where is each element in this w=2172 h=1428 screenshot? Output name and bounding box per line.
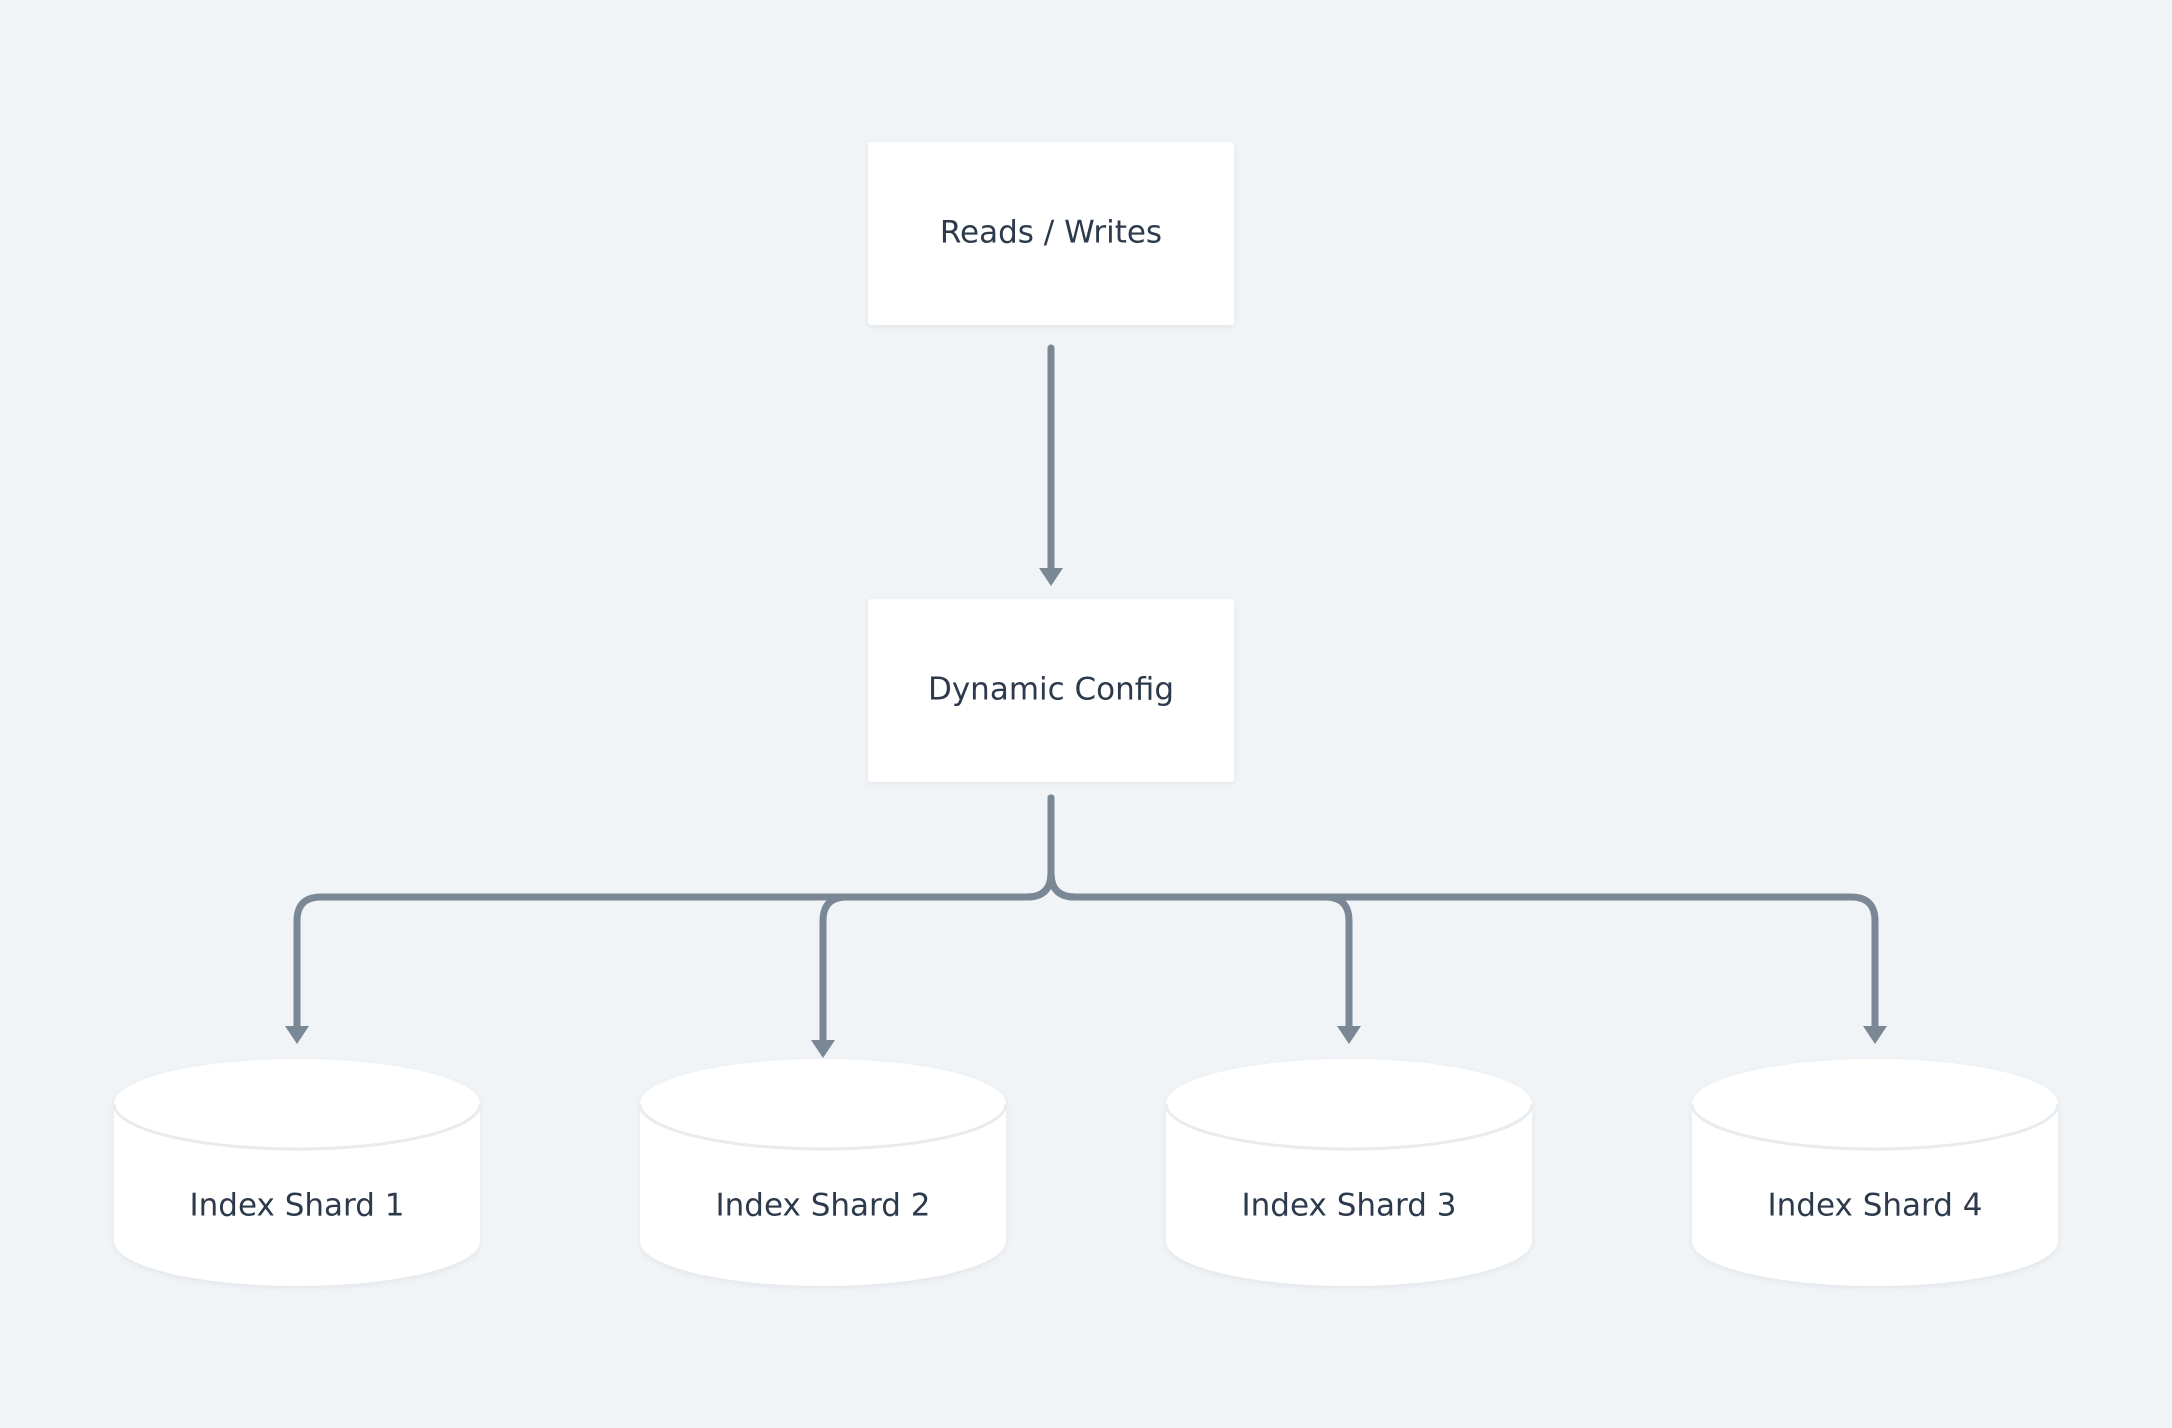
node-shard-1: Index Shard 1 [112,1059,482,1286]
node-shard-2: Index Shard 2 [638,1059,1008,1286]
node-shard-3: Index Shard 3 [1164,1059,1534,1286]
node-label-shard-1: Index Shard 1 [190,1188,405,1224]
node-label-shard-4: Index Shard 4 [1768,1188,1983,1224]
edge-dynamic-config-to-shard-2 [819,794,1055,1044]
arrow-head-shard-2 [811,1040,835,1058]
node-label-shard-3: Index Shard 3 [1242,1188,1457,1224]
arrow-head-dynamic-config [1039,568,1063,586]
node-reads-writes: Reads / Writes [868,142,1234,325]
node-label-reads-writes: Reads / Writes [940,215,1162,251]
edge-dynamic-config-to-shard-1 [293,794,1055,1030]
node-dynamic-config: Dynamic Config [868,599,1234,782]
arrow-head-shard-1 [285,1026,309,1044]
node-shard-4: Index Shard 4 [1690,1059,2060,1286]
edge-dynamic-config-to-shard-3 [1047,794,1353,1030]
node-label-dynamic-config: Dynamic Config [928,672,1174,708]
arrow-head-shard-3 [1337,1026,1361,1044]
node-label-shard-2: Index Shard 2 [716,1188,931,1224]
edge-dynamic-config-to-shard-4 [1047,794,1879,1030]
arrow-head-shard-4 [1863,1026,1887,1044]
edges [285,344,1887,1058]
